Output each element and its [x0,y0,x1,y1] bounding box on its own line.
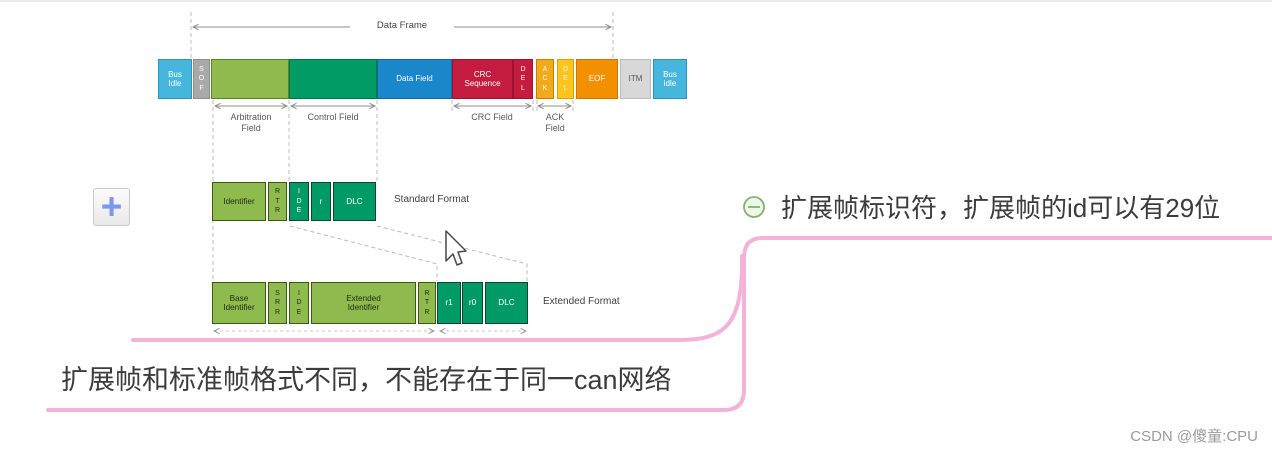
ext-extended-identifier: Extended Identifier [311,282,416,324]
seg-itm: ITM [620,59,651,99]
std-dlc: DLC [333,182,376,221]
std-ide: I D E [289,182,309,221]
ext-dlc: DLC [485,282,528,324]
bracket-control-field: Control Field [307,112,359,122]
node-extended-id-note[interactable]: 扩展帧标识符，扩展帧的id可以有29位 [781,193,1221,223]
seg-ack: A C K [536,59,554,99]
seg-ack-del: D E L [557,59,574,99]
ext-r1: r1 [437,282,461,324]
node-frame-compat-note[interactable]: 扩展帧和标准帧格式不同，不能存在于同一can网络 [61,365,672,395]
bracket-crc-field: CRC Field [471,112,513,122]
bracket-arbitration-field: Arbitration Field [230,112,272,133]
seg-crc-del: D E L [513,59,533,99]
seg-sof: S O F [193,59,210,99]
std-identifier: Identifier [212,182,266,221]
seg-data-field: Data Field [377,59,452,99]
std-r: r [311,182,331,221]
mouse-cursor-icon [445,230,467,266]
seg-eof: EOF [576,59,618,99]
ext-base-identifier: Base Identifier [212,282,266,324]
standard-format-label: Standard Format [394,194,470,205]
data-frame-title: Data Frame [352,20,452,31]
extended-format-label: Extended Format [543,296,620,307]
plus-icon: + [100,186,123,227]
dashed-guide-lines [190,12,614,281]
seg-arbitration [211,59,289,99]
csdn-watermark: CSDN @傻童:CPU [1130,428,1258,445]
seg-crc-sequence: CRC Sequence [452,59,513,99]
ext-srr: S R R [268,282,287,324]
bracket-ack-field: ACK Field [545,112,565,133]
circle-minus-icon[interactable] [743,196,765,218]
seg-bus-idle-right: Bus idle [653,59,687,99]
seg-control [289,59,377,99]
std-rtr: R T R [268,182,287,221]
seg-bus-idle-left: Bus Idle [158,59,192,99]
ext-rtr: R T R [418,282,436,324]
ext-ide: I D E [289,282,309,324]
ext-r0: r0 [462,282,483,324]
add-node-button[interactable]: + [93,188,130,226]
